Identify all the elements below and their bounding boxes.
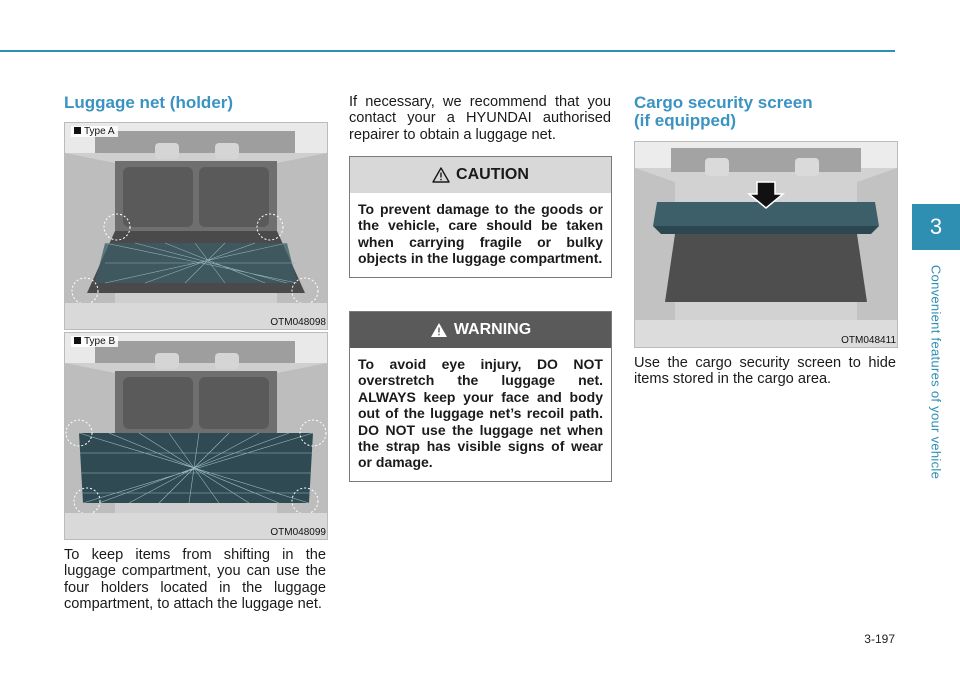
type-label: Type B — [71, 336, 119, 347]
warning-triangle-icon — [432, 167, 450, 183]
type-label: Type A — [71, 126, 118, 137]
luggage-net-type-b-photo: Type B — [64, 332, 328, 540]
warning-box: WARNING To avoid eye injury, DO NOT over… — [349, 311, 612, 482]
luggage-net-recommendation: If necessary, we recommend that you cont… — [349, 94, 611, 143]
warning-triangle-icon — [430, 323, 447, 337]
chapter-title: Convenient features of your vehicle — [928, 264, 944, 480]
cargo-screen-heading: Cargo security screen (if equipped) — [634, 93, 813, 130]
caution-text: To prevent damage to the goods or the ve… — [358, 201, 603, 267]
caution-title: CAUTION — [456, 166, 529, 183]
warning-text: To avoid eye injury, DO NOT overstretch … — [358, 356, 603, 471]
warning-title: WARNING — [453, 321, 532, 338]
page-number: 3-197 — [864, 632, 895, 646]
figure-code: OTM048099 — [270, 527, 326, 538]
cargo-screen-body: Use the cargo security screen to hide it… — [634, 355, 896, 388]
warning-header: WARNING — [350, 312, 611, 348]
figure-code: OTM048411 — [841, 335, 896, 346]
caution-header: CAUTION — [350, 157, 611, 193]
chapter-tab: 3 — [912, 204, 960, 250]
cargo-screen-photo — [634, 141, 898, 348]
luggage-net-body: To keep items from shifting in the lugga… — [64, 547, 326, 613]
luggage-net-heading: Luggage net (holder) — [64, 93, 234, 112]
figure-code: OTM048098 — [270, 317, 326, 328]
luggage-net-type-a-photo: Type A — [64, 122, 328, 330]
header-rule — [0, 50, 895, 52]
caution-box: CAUTION To prevent damage to the goods o… — [349, 156, 612, 278]
